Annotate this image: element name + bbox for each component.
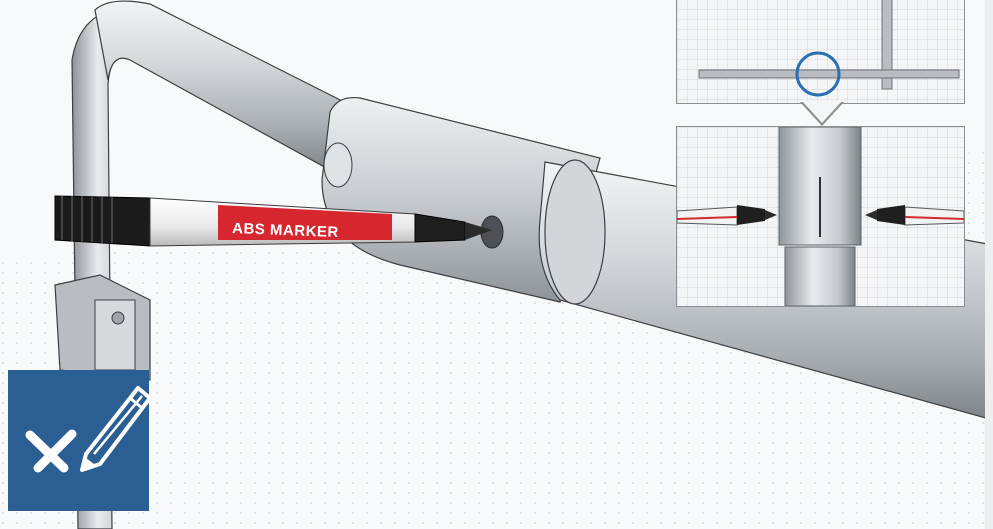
overview-inset	[676, 0, 965, 104]
detail-diagram	[677, 127, 964, 306]
marker-label: ABS MARKER	[232, 220, 339, 241]
overview-diagram	[677, 0, 964, 103]
inset-pointer-fill	[802, 101, 842, 123]
marker-pen: ABS MARKER	[54, 195, 492, 247]
detail-circle	[795, 51, 841, 97]
page-edge	[985, 0, 993, 529]
measure-and-mark-icon	[8, 370, 152, 511]
detail-inset	[676, 126, 965, 307]
